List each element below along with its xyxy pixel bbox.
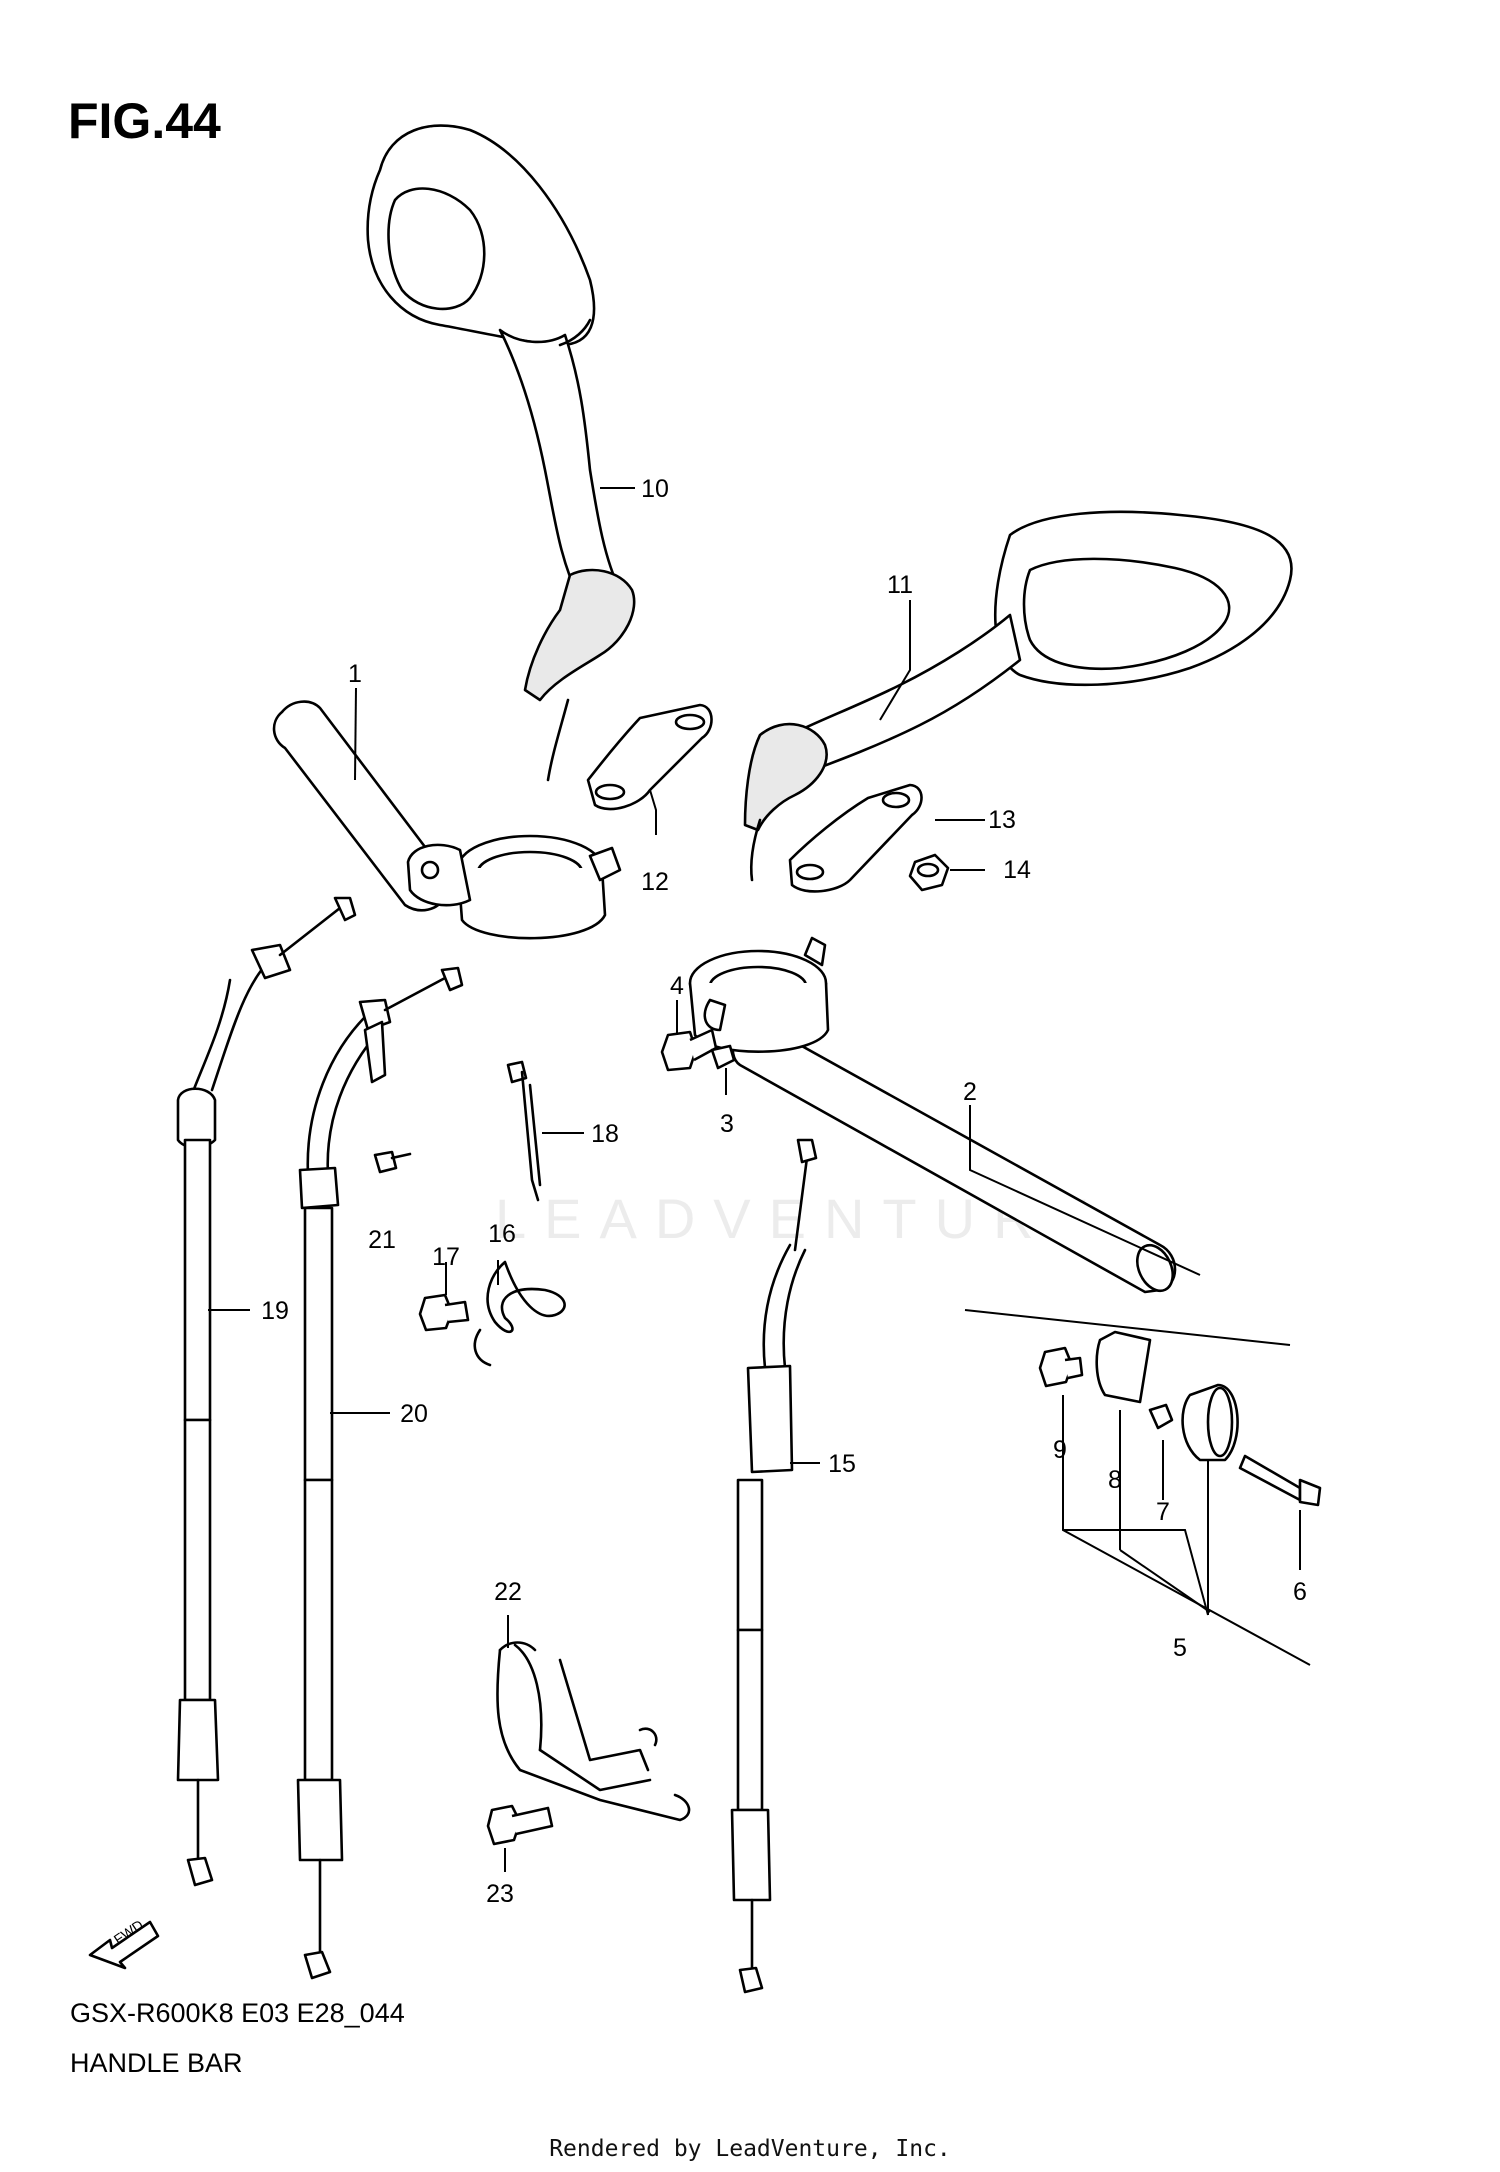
mirror-left: [366, 124, 636, 782]
bolt-17: [418, 1293, 470, 1332]
leader-lines: [208, 487, 1311, 1872]
callout-22: 22: [494, 1578, 522, 1606]
bolt-23: [486, 1804, 554, 1846]
callout-5: 5: [1173, 1634, 1187, 1662]
handlebar-right: [688, 936, 1177, 1294]
callout-19: 19: [261, 1297, 289, 1325]
callout-6: 6: [1293, 1578, 1307, 1606]
guide-22: [496, 1641, 691, 1822]
figure-title: FIG.44: [68, 93, 221, 149]
callout-12: 12: [641, 868, 669, 896]
callout-8: 8: [1108, 1466, 1122, 1494]
callout-10: 10: [641, 475, 669, 503]
clip-3: [710, 1044, 736, 1070]
cable-19: [176, 896, 357, 1887]
callout-16: 16: [488, 1220, 516, 1248]
bracket-left: [586, 703, 713, 811]
callout-1: 1: [348, 660, 362, 688]
cable-20: [296, 966, 464, 1980]
callout-15: 15: [828, 1450, 856, 1478]
fwd-arrow-icon: FWD: [88, 1916, 160, 1970]
bracket-right: [788, 783, 923, 893]
callout-21: 21: [368, 1226, 396, 1254]
rendered-by: Rendered by LeadVenture, Inc.: [549, 2136, 951, 2162]
wire-clip-16: [473, 1260, 566, 1367]
callout-3: 3: [720, 1110, 734, 1138]
callout-labels: 1 2 3 4 5 6 7 8 9 10 11 12 13 14 15 16 1…: [261, 475, 1307, 1908]
callout-9: 9: [1053, 1436, 1067, 1464]
bar-end-assembly: [1038, 1330, 1322, 1507]
bolt-4: [660, 1028, 718, 1072]
grip-left: [272, 700, 622, 940]
pin-18: [506, 1060, 542, 1202]
callout-14: 14: [1003, 856, 1031, 884]
figure-code: GSX-R600K8 E03 E28_044: [70, 1998, 405, 2028]
callout-11: 11: [887, 571, 913, 599]
callout-2: 2: [963, 1078, 977, 1106]
callout-17: 17: [432, 1243, 460, 1271]
callout-7: 7: [1156, 1498, 1170, 1526]
mirror-right: [743, 510, 1293, 882]
nut: [908, 853, 950, 892]
callout-13: 13: [988, 806, 1016, 834]
callout-20: 20: [400, 1400, 428, 1428]
screw-21: [373, 1150, 412, 1174]
cable-15: [730, 1138, 818, 1994]
callout-4: 4: [670, 972, 684, 1000]
callout-18: 18: [591, 1120, 619, 1148]
callout-23: 23: [486, 1880, 514, 1908]
figure-name: HANDLE BAR: [70, 2048, 243, 2078]
